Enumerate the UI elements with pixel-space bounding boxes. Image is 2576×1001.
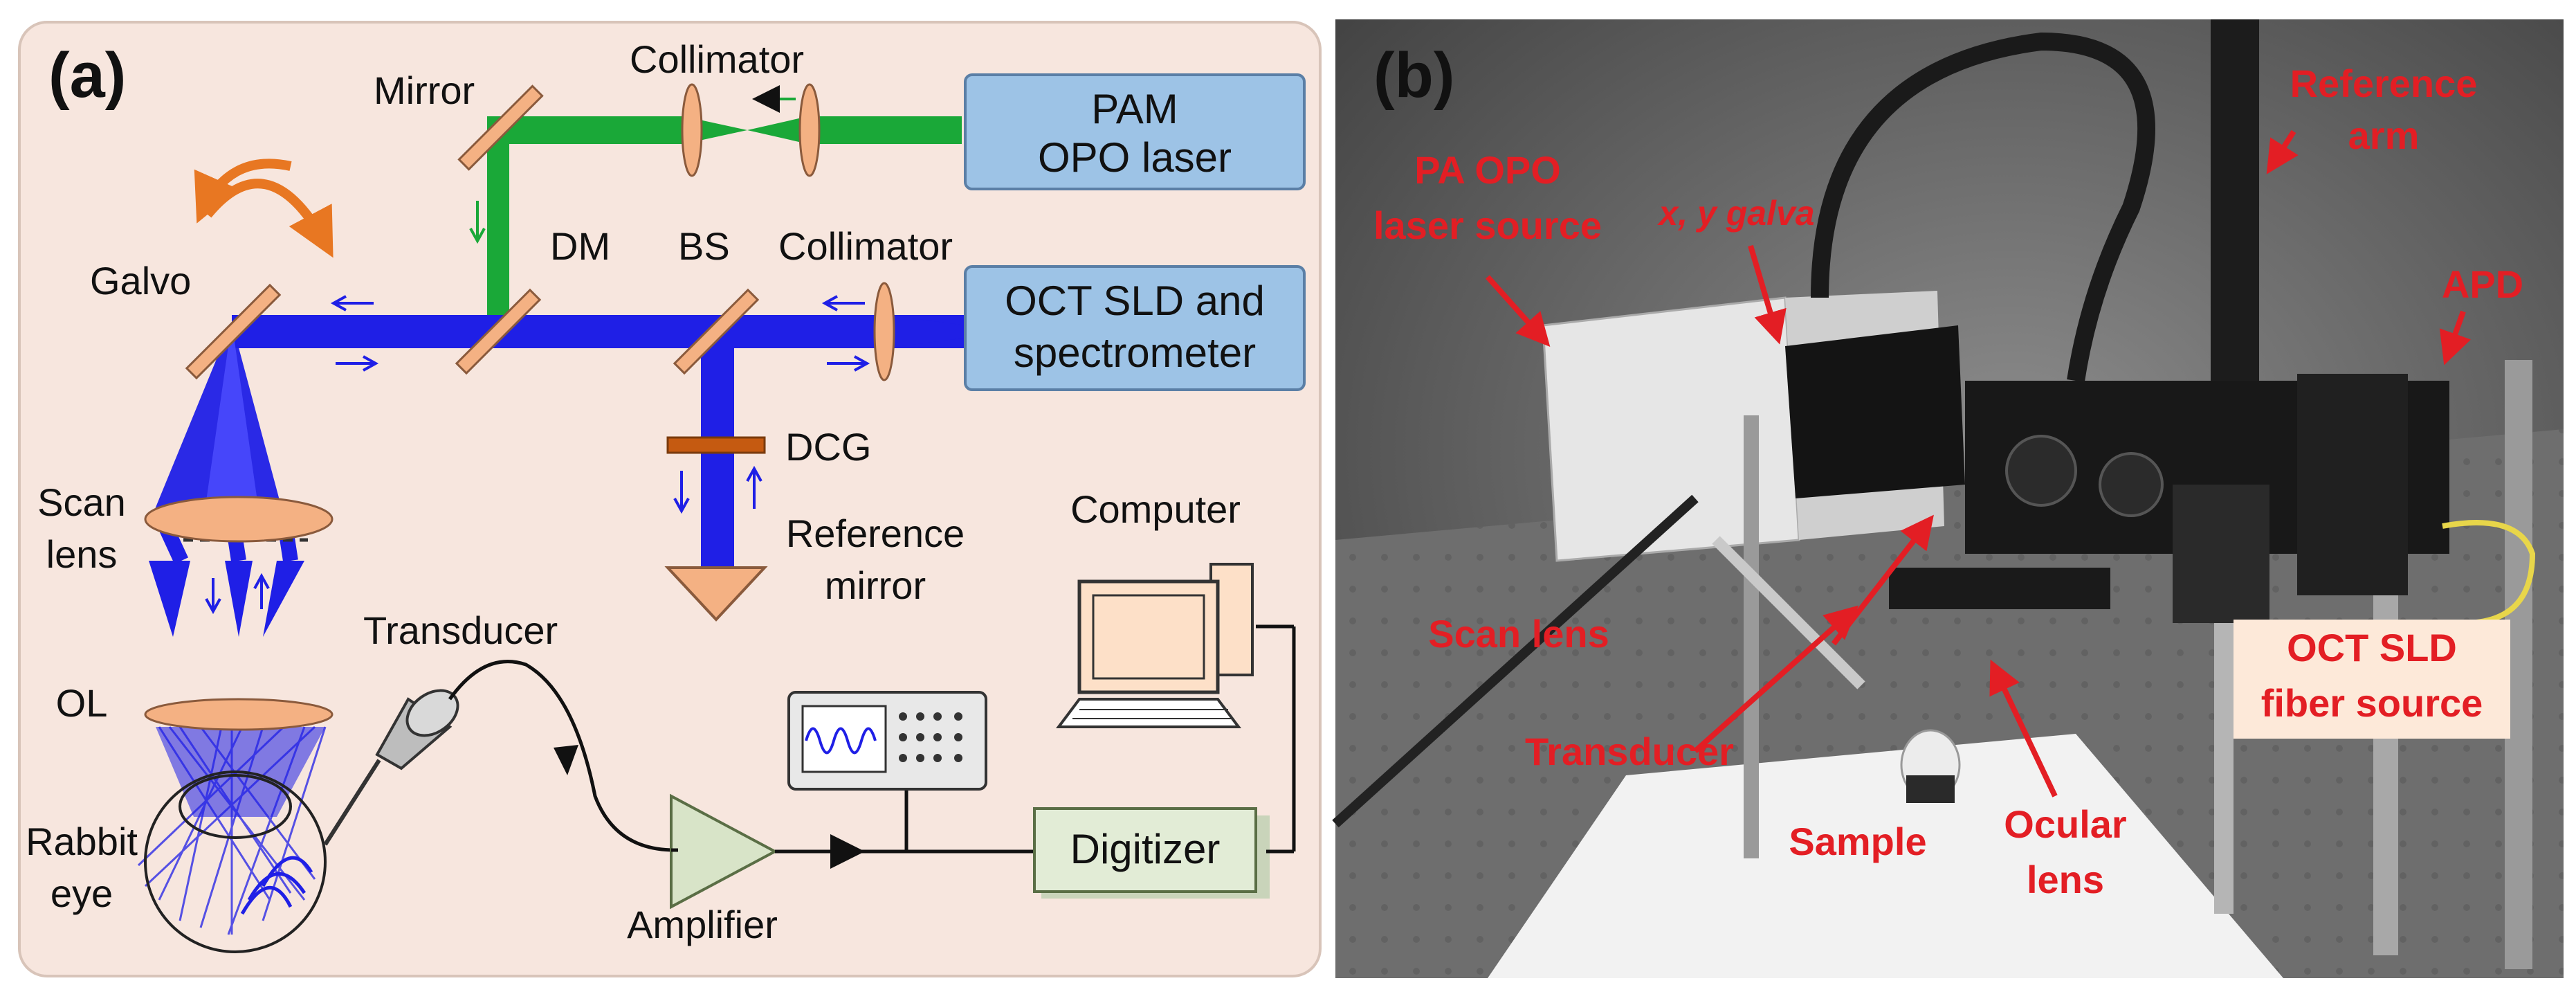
digitizer-box: Digitizer: [1033, 807, 1270, 899]
rabbit-eye-icon: [144, 770, 327, 953]
beam-splitter: [673, 288, 760, 375]
rabbit-eye-label-2: eye: [51, 872, 113, 915]
ocular-lens-label-1: Ocular: [2004, 802, 2126, 846]
bs-label: BS: [678, 224, 730, 268]
blue-beam: [137, 315, 965, 935]
oscilloscope-icon: [787, 691, 987, 791]
computer-label: Computer: [1070, 487, 1241, 531]
reference-arm-label-2: arm: [2348, 114, 2420, 157]
ocular-lens-label-2: lens: [2027, 858, 2104, 901]
reference-arm-label-1: Reference: [2290, 62, 2478, 105]
sample-label: Sample: [1789, 820, 1926, 863]
panel-b-tag: (b): [1373, 40, 1454, 111]
galvo-mirror: [185, 283, 282, 380]
collimator-lens-1: [681, 83, 703, 177]
fiber-cable: [1811, 32, 2155, 382]
collimator-lens-2: [798, 83, 821, 177]
scan-lens-label-1: Scan: [37, 480, 126, 524]
reference-mirror-label-1: Reference: [786, 512, 965, 555]
dm-label: DM: [550, 224, 610, 268]
oct-sld-fiber-label-2: fiber source: [2261, 681, 2483, 725]
oct-sld-callout: [2234, 620, 2510, 739]
pam-laser-label-1: PAM: [1091, 86, 1178, 132]
mirror-label: Mirror: [374, 69, 475, 112]
reference-mirror: [664, 566, 768, 622]
blue-direction-arrows: [205, 295, 870, 615]
dichroic-mirror: [455, 288, 542, 375]
apd-label: APD: [2442, 262, 2523, 306]
oct-sld-label-1: OCT SLD and: [1005, 278, 1265, 324]
oct-sld-label-2: spectrometer: [1014, 330, 1256, 376]
reference-mirror-label-2: mirror: [825, 563, 926, 607]
collimator-top-label: Collimator: [630, 37, 804, 81]
panel-b: (b) PA OPO laser source x, y galva Refer…: [1332, 19, 2564, 978]
computer-icon: [1056, 563, 1254, 728]
collimator-mid-label: Collimator: [778, 224, 953, 268]
dcg-label: DCG: [785, 425, 871, 469]
pa-opo-label-2: laser source: [1373, 204, 1602, 247]
rabbit-eye-label-1: Rabbit: [26, 820, 138, 863]
transducer-icon: [323, 660, 679, 852]
dcg-plate: [666, 436, 766, 454]
mirror: [457, 84, 544, 171]
scan-lens-label-2: lens: [46, 532, 118, 576]
transducer-arm: [1712, 536, 1865, 689]
ol-label: OL: [56, 681, 108, 725]
galvo-label: Galvo: [90, 259, 191, 303]
pa-opo-label-1: PA OPO: [1414, 148, 1561, 192]
transducer-label: Transducer: [363, 608, 558, 652]
oct-sld-fiber-label-1: OCT SLD: [2287, 626, 2457, 669]
transducer-photo-label: Transducer: [1525, 730, 1734, 773]
sample-platform: [1488, 734, 2283, 978]
support-rod: [1744, 415, 1759, 858]
pam-laser-label-2: OPO laser: [1038, 134, 1232, 181]
panel-a-background: [18, 21, 1322, 977]
reference-arm-tube: [2211, 19, 2259, 407]
collimator-lens-3: [873, 282, 895, 381]
oct-sld-box: OCT SLD and spectrometer: [964, 265, 1306, 391]
scan-lens-photo-label: Scan lens: [1428, 612, 1609, 656]
amplifier-label: Amplifier: [627, 903, 778, 946]
objective-lens: [144, 698, 334, 731]
galvo-rotation-icon: [194, 159, 334, 258]
panel-a: (a): [18, 21, 1322, 977]
red-callout-arrows: [1486, 129, 2472, 797]
pam-laser-box: PAM OPO laser: [964, 73, 1306, 190]
panel-a-tag: (a): [48, 40, 126, 111]
digitizer-label: Digitizer: [1070, 826, 1221, 872]
oct-scan-head: [1785, 325, 1965, 498]
xy-galva-label: x, y galva: [1656, 194, 1814, 233]
scan-lens: [144, 496, 334, 543]
